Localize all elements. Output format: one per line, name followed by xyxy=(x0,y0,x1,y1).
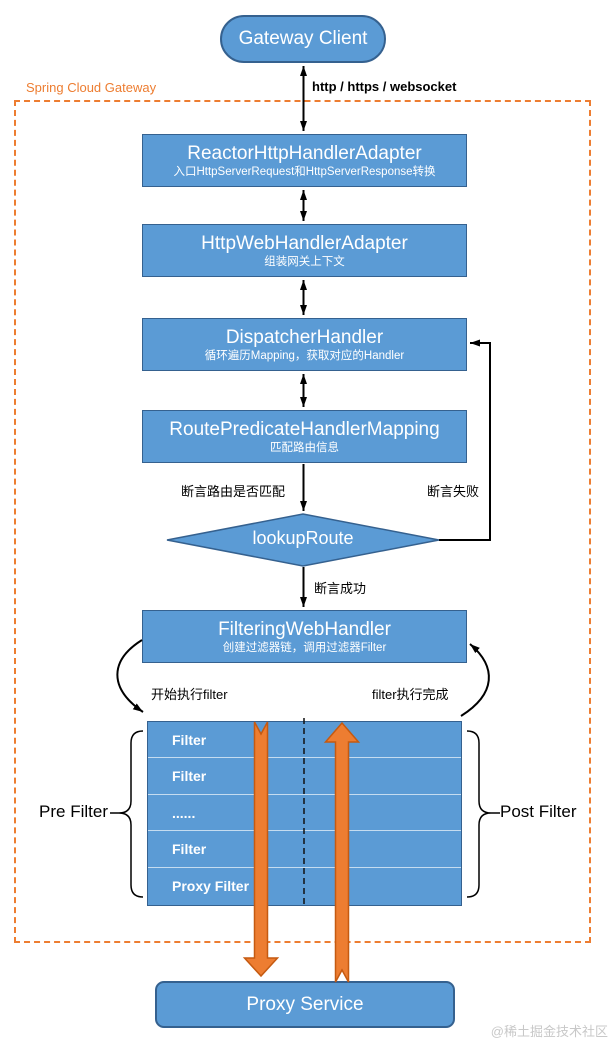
node-lookup-route-diamond xyxy=(166,513,440,567)
pre-filter-brace xyxy=(110,730,144,898)
node-reactor-http-handler-adapter: ReactorHttpHandlerAdapter 入口HttpServerRe… xyxy=(142,134,467,187)
node-filtering-web-handler: FilteringWebHandler 创建过滤器链，调用过滤器Filter xyxy=(142,610,467,663)
node-title: RoutePredicateHandlerMapping xyxy=(169,418,440,440)
watermark: @稀土掘金技术社区 xyxy=(490,1024,608,1039)
node-subtitle: 循环遍历Mapping，获取对应的Handler xyxy=(204,349,405,362)
node-dispatcher-handler: DispatcherHandler 循环遍历Mapping，获取对应的Handl… xyxy=(142,318,467,371)
protocol-label: http / https / websocket xyxy=(312,79,457,94)
node-gateway-client-label: Gateway Client xyxy=(238,28,368,49)
node-title: FilteringWebHandler xyxy=(218,618,391,640)
node-proxy-service-label: Proxy Service xyxy=(246,993,364,1015)
filter-row: Filter xyxy=(148,831,461,868)
node-route-predicate-handler-mapping: RoutePredicateHandlerMapping 匹配路由信息 xyxy=(142,410,467,463)
edge-label-predicate-check: 断言路由是否匹配 xyxy=(181,484,286,499)
response-flow-arrow-up xyxy=(323,721,361,983)
edge-label-predicate-fail: 断言失败 xyxy=(427,484,480,499)
node-subtitle: 创建过滤器链，调用过滤器Filter xyxy=(222,641,387,654)
edge-label-predicate-success: 断言成功 xyxy=(314,581,367,596)
edge-filter-done-curve xyxy=(460,643,490,717)
edge-start-filter-curve xyxy=(116,639,144,713)
post-filter-brace xyxy=(466,730,500,898)
node-proxy-service: Proxy Service xyxy=(155,981,455,1028)
edge-label-filter-done: filter执行完成 xyxy=(372,687,449,702)
node-lookup-route-label: lookupRoute xyxy=(252,528,354,548)
node-title: HttpWebHandlerAdapter xyxy=(201,232,408,254)
boundary-label: Spring Cloud Gateway xyxy=(26,80,157,95)
node-subtitle: 入口HttpServerRequest和HttpServerResponse转换 xyxy=(173,165,436,178)
node-subtitle: 组装网关上下文 xyxy=(264,255,345,268)
edge-predicate-fail-loop xyxy=(439,339,491,541)
filter-row: Filter xyxy=(148,758,461,795)
node-title: DispatcherHandler xyxy=(225,326,384,348)
node-http-web-handler-adapter: HttpWebHandlerAdapter 组装网关上下文 xyxy=(142,224,467,277)
node-subtitle: 匹配路由信息 xyxy=(270,441,339,454)
pre-filter-label: Pre Filter xyxy=(39,802,108,821)
node-gateway-client: Gateway Client xyxy=(220,15,386,63)
edge-label-filter-start: 开始执行filter xyxy=(151,687,228,702)
filter-row-proxy: Proxy Filter xyxy=(172,877,250,894)
post-filter-label: Post Filter xyxy=(500,802,577,821)
request-flow-arrow-down xyxy=(242,721,280,978)
node-title: ReactorHttpHandlerAdapter xyxy=(187,142,422,164)
filter-row: Filter xyxy=(148,722,461,759)
